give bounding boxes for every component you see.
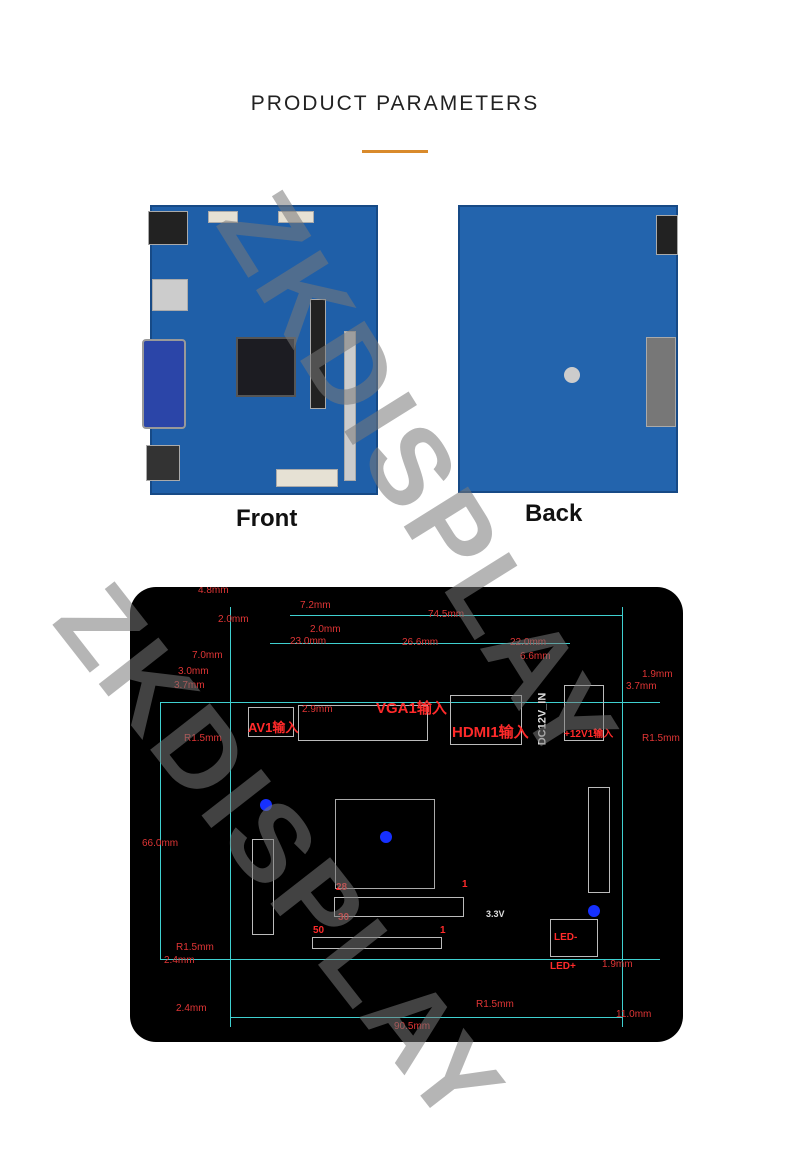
pin-header-outline [334, 897, 464, 917]
dim-label: 1.9mm [602, 959, 633, 970]
vga-port [142, 339, 186, 429]
pin-label: 1 [462, 879, 468, 890]
vga-connector-outline [298, 705, 428, 741]
vga-input-label: VGA1输入 [376, 700, 447, 717]
pad [588, 905, 600, 917]
led-connector-outline [550, 919, 598, 957]
pin-label: 1 [440, 925, 446, 936]
voltage-label: 3.3V [486, 909, 505, 919]
dim-label: 2.4mm [176, 1003, 207, 1014]
connector [278, 211, 314, 223]
side-header-outline [252, 839, 274, 935]
dimension-line [290, 615, 622, 616]
dim-label: R1.5mm [184, 733, 222, 744]
connector [208, 211, 238, 223]
back-board-photo [458, 205, 678, 493]
pin-header [310, 299, 326, 409]
dim-label: 11.0mm [616, 1009, 652, 1020]
dim-label: 2.0mm [218, 614, 249, 625]
pin-label: 50 [313, 925, 325, 936]
led-minus-label: LED- [554, 932, 578, 943]
side-header-outline [588, 787, 610, 893]
dc-jack [656, 215, 678, 255]
dim-label: 90.5mm [394, 1021, 431, 1032]
dim-label: 7.2mm [300, 600, 331, 611]
hdmi-connector-outline [450, 695, 522, 745]
dim-label: R1.5mm [476, 999, 514, 1010]
av-port [146, 445, 180, 481]
dimension-line [230, 607, 231, 1027]
dim-label: 2.0mm [310, 624, 341, 635]
dim-label: 3.7mm [626, 681, 657, 692]
dim-label: 3.7mm [174, 680, 205, 691]
dc-jack [148, 211, 188, 245]
back-label: Back [525, 500, 583, 527]
dim-label: 2.9mm [302, 704, 333, 715]
front-label: Front [236, 505, 298, 532]
pad [260, 799, 272, 811]
led-plus-label: LED+ [550, 961, 576, 972]
dim-label: R1.5mm [642, 733, 680, 744]
dimension-drawing: 4.8mm 2.0mm 7.2mm 74.5mm 2.0mm 23.0mm 26… [130, 587, 683, 1042]
av-input-label: AV1输入 [248, 720, 299, 735]
dim-label: 7.0mm [192, 650, 223, 661]
chip-outline [335, 799, 435, 889]
front-board-photo [142, 205, 378, 495]
dim-label: R1.5mm [176, 942, 214, 953]
connector [276, 469, 338, 487]
dim-label: 4.8mm [198, 587, 229, 596]
dim-label: 6.6mm [520, 651, 551, 662]
dim-label: 74.5mm [428, 609, 465, 620]
dc-jack-outline [564, 685, 604, 741]
dimension-line [270, 643, 570, 644]
dimension-line [622, 607, 623, 1027]
pin-label: 28 [336, 882, 348, 893]
power-input-label: +12V1输入 [564, 729, 614, 740]
dim-label: 22.0mm [510, 637, 547, 648]
pin-label: 30 [338, 912, 350, 923]
ffc-connector-outline [312, 937, 442, 949]
dim-label: 1.9mm [642, 669, 673, 680]
hdmi-port [152, 279, 188, 311]
dim-label: 23.0mm [290, 636, 327, 647]
dim-label: 3.0mm [178, 666, 209, 677]
lvds-connector [344, 331, 356, 481]
pad [380, 831, 392, 843]
vga-port [646, 337, 676, 427]
dim-label: 2.4mm [164, 955, 195, 966]
dimension-line [160, 702, 660, 703]
main-chip [236, 337, 296, 397]
hdmi-input-label: HDMI1输入 [452, 724, 529, 741]
av-connector-outline [248, 707, 294, 737]
mount-hole [564, 367, 580, 383]
page-title: PRODUCT PARAMETERS [250, 92, 540, 115]
dim-label: 66.0mm [142, 838, 179, 849]
dimension-line [160, 702, 161, 960]
dimension-line [160, 959, 660, 960]
dim-label: 26.6mm [402, 637, 439, 648]
title-underline [362, 150, 428, 153]
dimension-line [230, 1017, 622, 1018]
